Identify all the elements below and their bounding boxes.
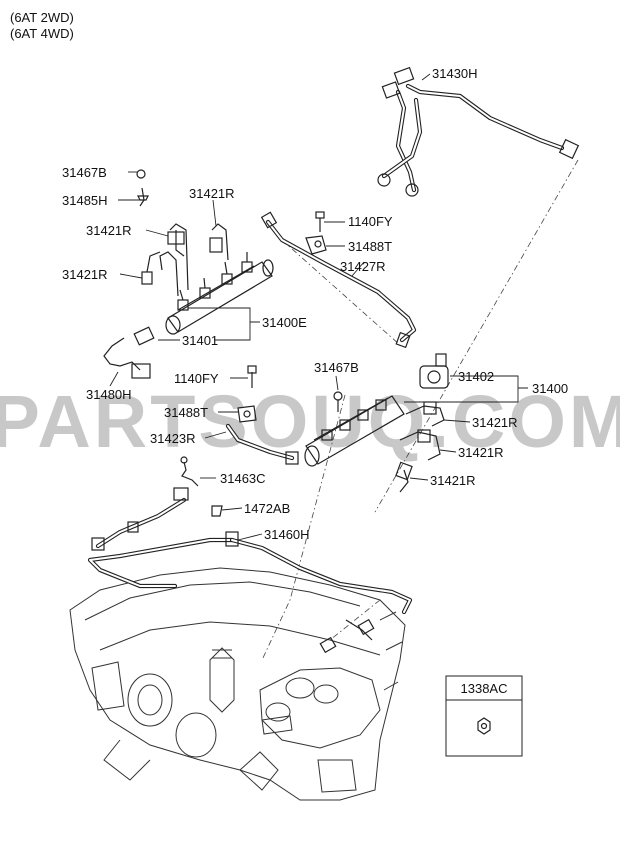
part-labels: 31430H 31467B 31485H 31421R 31421R 1140F…: [62, 66, 568, 542]
label-31421R-right-lower: 31421R: [430, 473, 476, 488]
label-31430H: 31430H: [432, 66, 478, 81]
label-1140FY-upper: 1140FY: [348, 214, 393, 229]
watermark-text: PARTSOUQ.COM: [0, 380, 620, 463]
injector-wires-right: [395, 401, 445, 493]
label-1140FY-lower: 1140FY: [174, 371, 219, 386]
fuel-rail-31400E: [165, 252, 274, 335]
label-31402: 31402: [458, 369, 494, 384]
label-31488T-upper: 31488T: [348, 239, 392, 254]
label-31463C: 31463C: [220, 471, 266, 486]
pipe-31427R: [260, 211, 417, 349]
label-31485H: 31485H: [62, 193, 108, 208]
legend-box-label: 1338AC: [461, 681, 508, 696]
legend-box-1338AC: 1338AC: [445, 675, 523, 757]
label-31423R: 31423R: [150, 431, 196, 446]
bracket-31488T-upper: [305, 211, 327, 255]
label-31421R-right-upper: 31421R: [472, 415, 518, 430]
fuel-rail-31400: [304, 391, 405, 467]
header-line-2: (6AT 4WD): [10, 26, 74, 41]
label-31421R-mid: 31421R: [86, 223, 132, 238]
label-31400E: 31400E: [262, 315, 307, 330]
label-31427R: 31427R: [340, 259, 386, 274]
label-1472AB: 1472AB: [244, 501, 290, 516]
label-31488T-lower: 31488T: [164, 405, 208, 420]
pressure-regulator-31402: [419, 353, 449, 389]
pipe-31460H: [87, 487, 413, 654]
label-31460H: 31460H: [264, 527, 310, 542]
label-31421R-left: 31421R: [62, 267, 108, 282]
label-31421R-right-mid: 31421R: [458, 445, 504, 460]
label-31467B-upper: 31467B: [62, 165, 107, 180]
pipe-31430H: [377, 66, 580, 197]
label-31480H: 31480H: [86, 387, 132, 402]
label-31421R-top: 31421R: [189, 186, 235, 201]
label-31401: 31401: [182, 333, 218, 348]
header-line-1: (6AT 2WD): [10, 10, 74, 25]
leader-lines: [109, 73, 528, 541]
clip-31463C: [180, 456, 223, 517]
label-31400: 31400: [532, 381, 568, 396]
center-lines: [261, 159, 579, 661]
hex-nut-icon: [477, 717, 491, 735]
pressure-sensor-31401: [103, 326, 155, 379]
engine-block: [69, 567, 406, 801]
label-31467B-lower: 31467B: [314, 360, 359, 375]
pipe-31423R: [225, 365, 299, 465]
